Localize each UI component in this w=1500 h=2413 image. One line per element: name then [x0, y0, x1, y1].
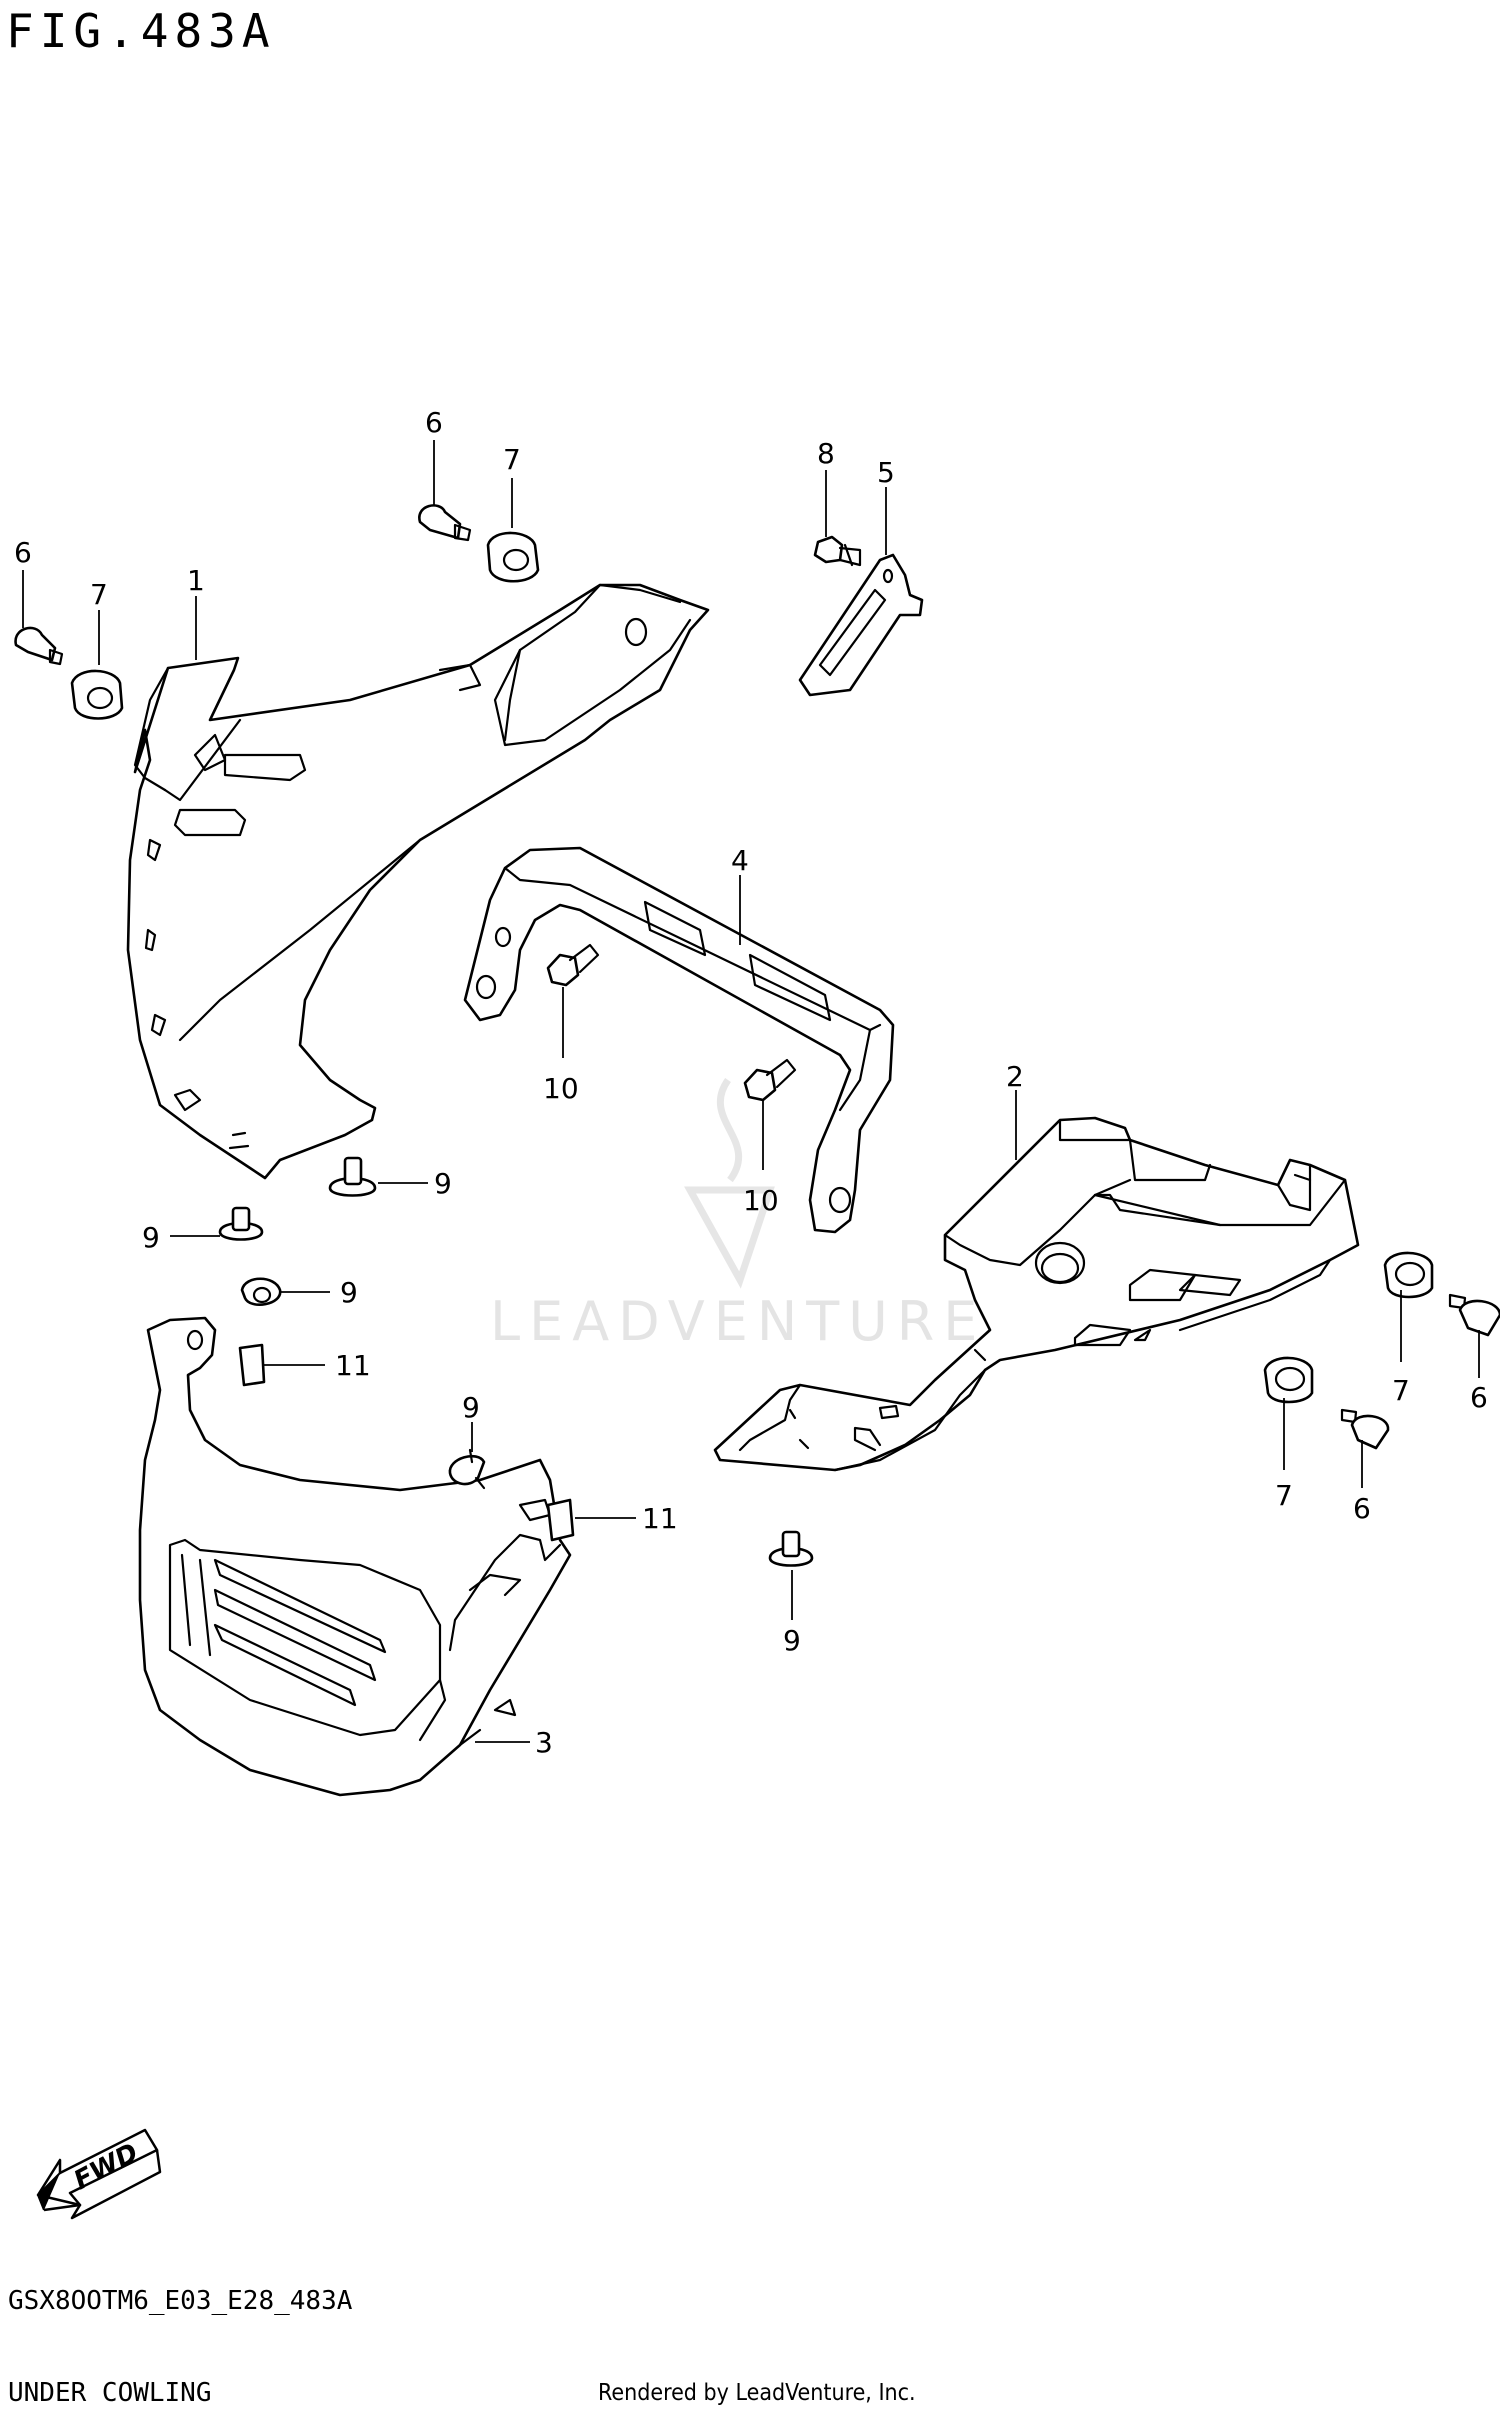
callouts: 6 7 6 7 1 8 5 4 10 10 2 9 9 9 11 9 11 3 … [14, 406, 1488, 1759]
fastener-7-grommet-d [1263, 1356, 1314, 1404]
callout-3: 3 [535, 1726, 553, 1759]
fastener-6-screw-b [14, 626, 64, 666]
callout-9: 9 [783, 1624, 801, 1657]
fastener-6-screw-c [1448, 1293, 1500, 1337]
callout-7: 7 [1275, 1479, 1293, 1512]
callout-11: 11 [642, 1502, 678, 1535]
fwd-arrow-icon: FWD [36, 2128, 162, 2220]
callout-7: 7 [503, 443, 521, 476]
callout-6: 6 [1470, 1381, 1488, 1414]
fastener-6-screw-d [1340, 1408, 1390, 1450]
fastener-9-clip-c [448, 1448, 486, 1490]
watermark-text: LEADVENTURE [490, 1290, 986, 1353]
callout-4: 4 [731, 844, 749, 877]
fastener-9-clip-b [218, 1206, 264, 1241]
callout-2: 2 [1006, 1060, 1024, 1093]
part-4-stay [463, 846, 895, 1234]
callout-6: 6 [425, 406, 443, 439]
callout-11: 11 [335, 1349, 371, 1382]
rendered-by-credit: Rendered by LeadVenture, Inc. [598, 2380, 916, 2406]
fastener-7-grommet-a [486, 531, 540, 583]
section-name: UNDER COWLING [8, 2378, 212, 2408]
callout-7: 7 [90, 578, 108, 611]
fastener-10-bolt-a [546, 943, 600, 987]
model-code: GSX8OOTM6_E03_E28_483A [8, 2286, 353, 2316]
callout-9: 9 [142, 1221, 160, 1254]
callout-1: 1 [187, 564, 205, 597]
fastener-7-grommet-c [1383, 1251, 1434, 1299]
callout-7: 7 [1392, 1374, 1410, 1407]
figure-title: FIG.483A [6, 4, 276, 58]
callout-6: 6 [14, 536, 32, 569]
fastener-9-clip-a [328, 1156, 377, 1197]
callout-9: 9 [340, 1276, 358, 1309]
callout-6: 6 [1353, 1492, 1371, 1525]
part-3-lower-cowling [138, 1316, 572, 1797]
fastener-7-grommet-b [70, 669, 124, 720]
callout-9: 9 [434, 1167, 452, 1200]
fastener-10-bolt-b [743, 1058, 797, 1102]
leader-lines [22, 440, 1480, 1743]
fastener-9-nut [240, 1277, 282, 1306]
callout-10: 10 [743, 1184, 779, 1217]
callout-5: 5 [877, 456, 895, 489]
callout-8: 8 [817, 437, 835, 470]
fastener-8-bolt [813, 535, 862, 567]
callout-9: 9 [462, 1391, 480, 1424]
fastener-11-clip-b [546, 1498, 575, 1542]
part-2-under-cowling-bottom [713, 1116, 1360, 1472]
fastener-11-clip-a [238, 1343, 266, 1387]
part-5-bracket [798, 553, 924, 697]
watermark: LEADVENTURE [490, 1077, 986, 1353]
part-1-under-cowling-left [126, 583, 710, 1180]
watermark-logo-icon [684, 1186, 775, 1289]
callout-10: 10 [543, 1072, 579, 1105]
fastener-6-screw-a [418, 504, 472, 542]
fastener-9-clip-d [768, 1530, 814, 1567]
